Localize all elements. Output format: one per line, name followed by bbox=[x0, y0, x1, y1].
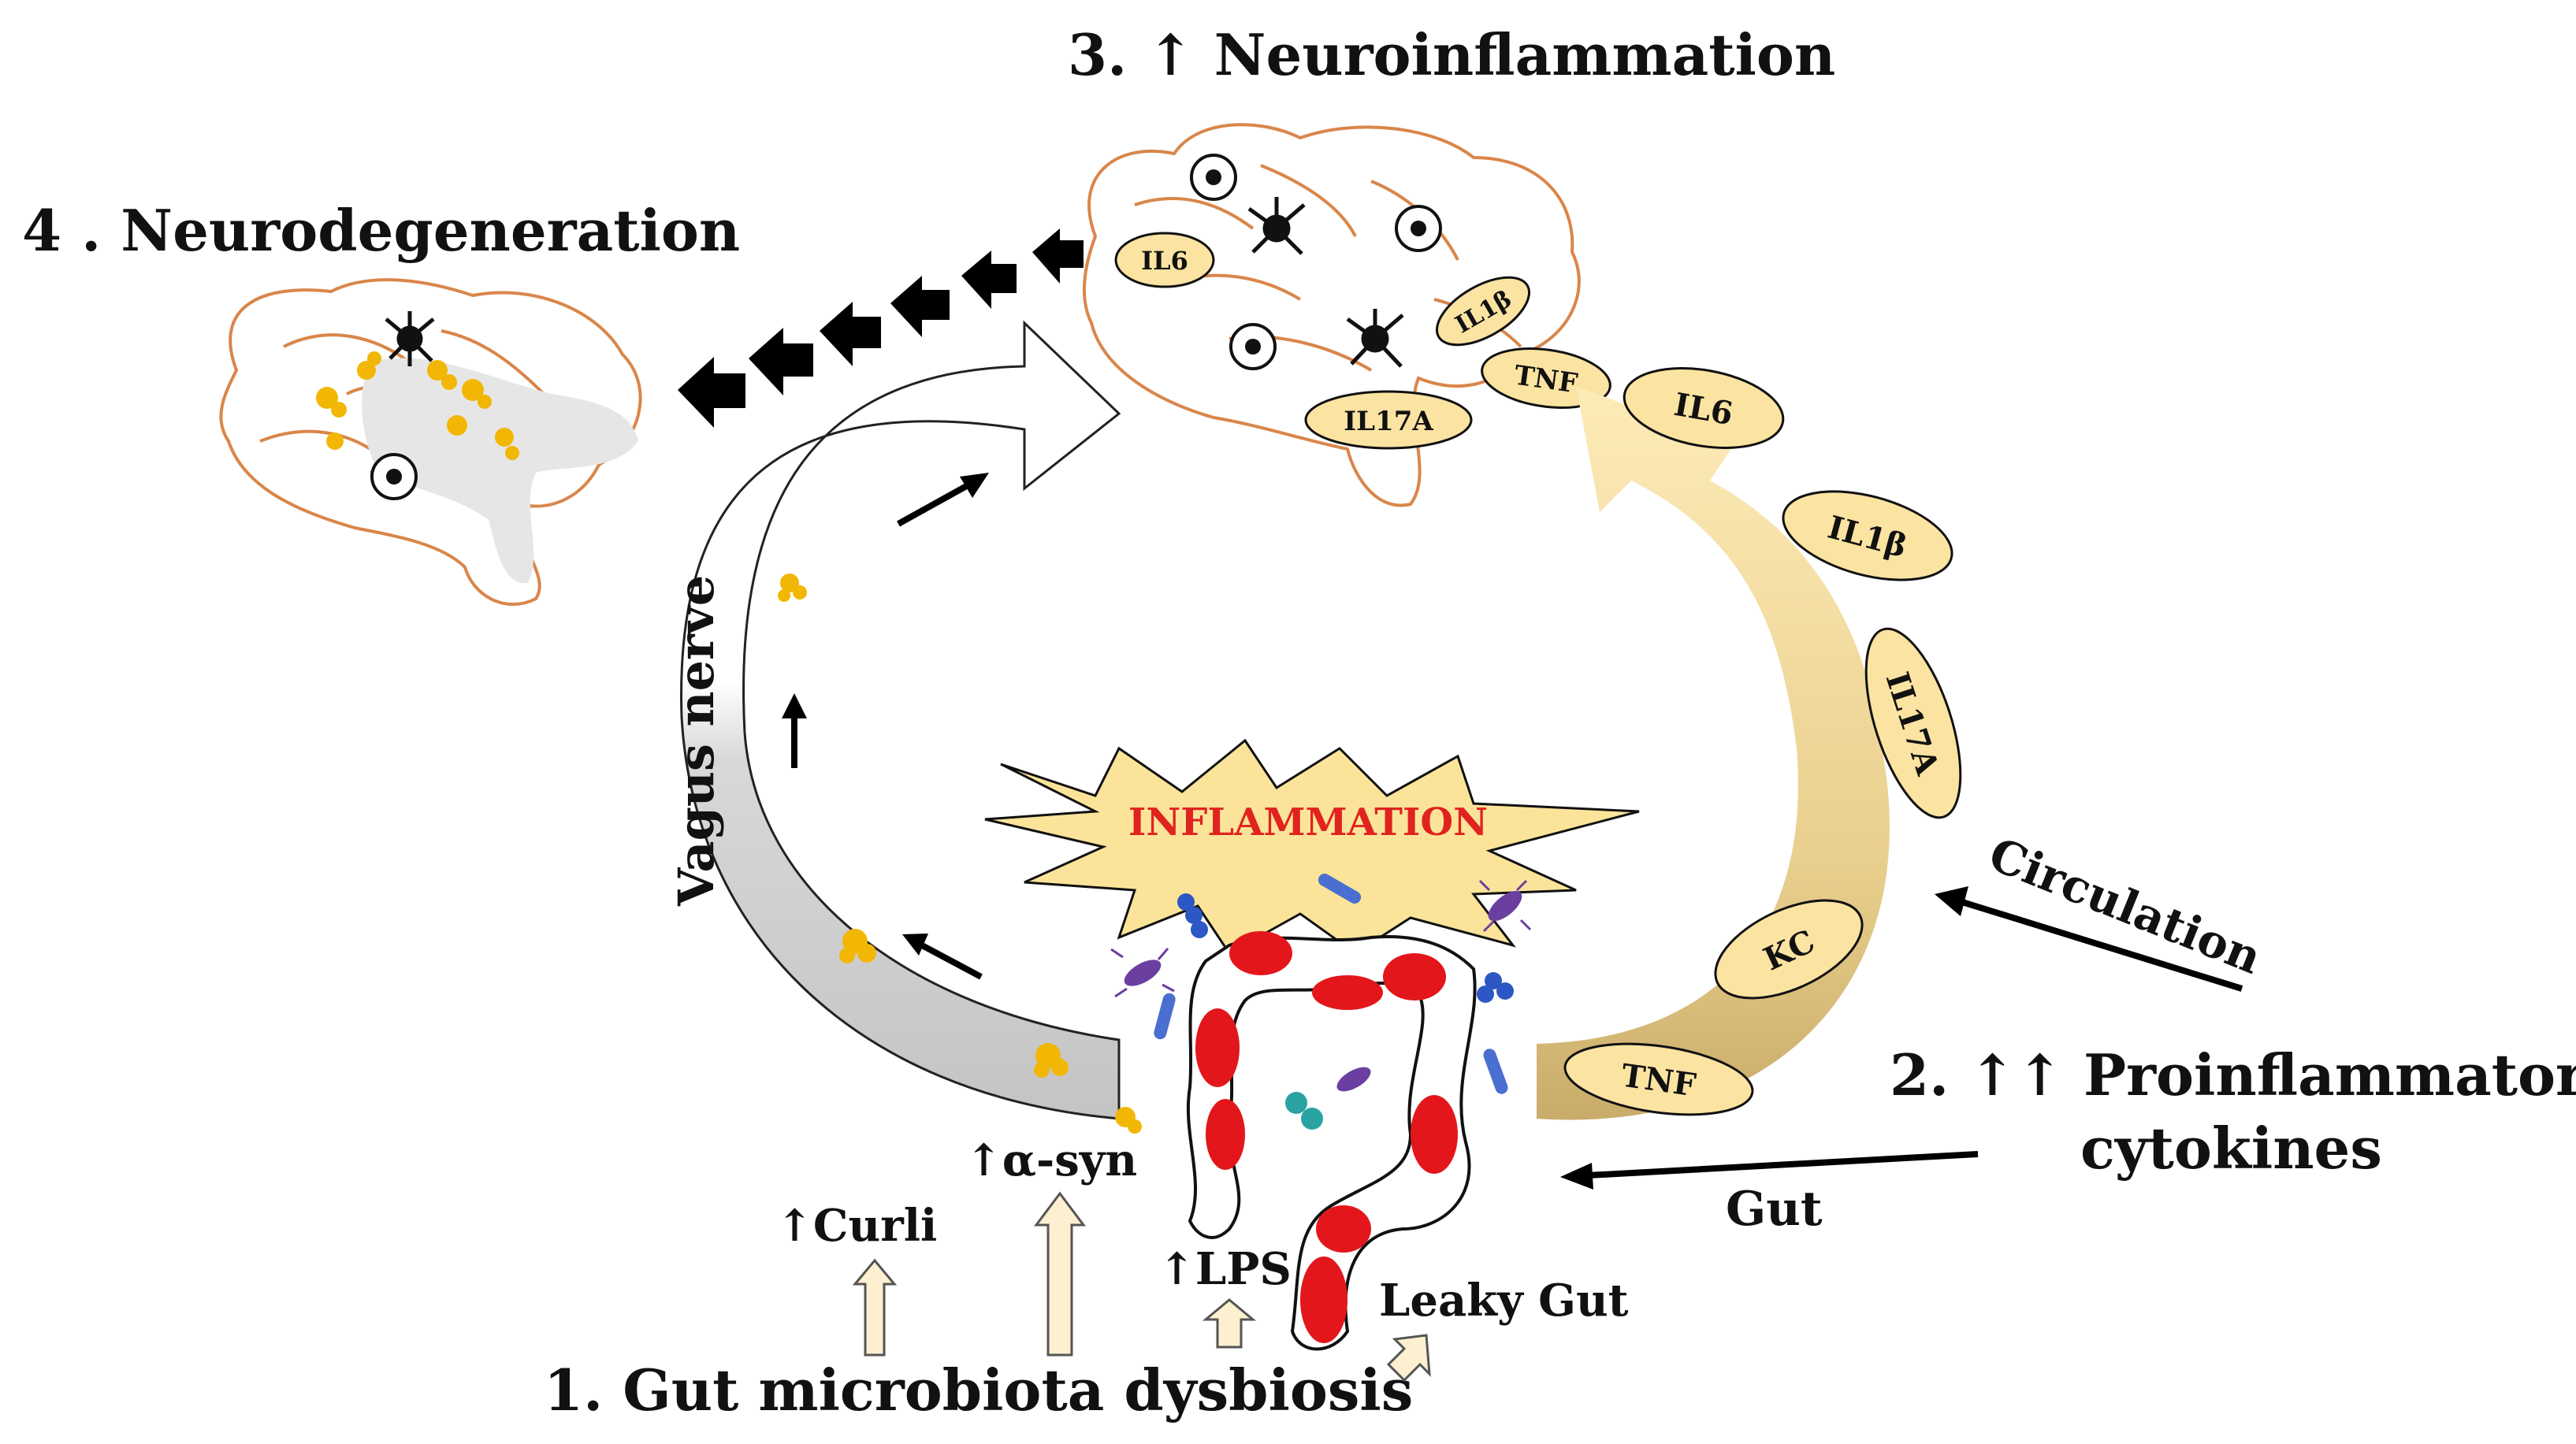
vagus-direction-arrows bbox=[782, 473, 989, 980]
brain-neurodegeneration bbox=[219, 278, 642, 607]
lps-label: ↑LPS bbox=[1158, 1243, 1292, 1295]
microglia-icon bbox=[1247, 197, 1404, 368]
circulation-cytokine-il6: IL6 bbox=[1623, 367, 1785, 449]
brain-cytokine-il17a: IL17A bbox=[1304, 390, 1473, 450]
gut-label: Gut bbox=[1726, 1182, 1823, 1237]
alpha-syn-aggregates-left-brain bbox=[316, 351, 519, 460]
alpha-syn-aggregates-vagus bbox=[778, 574, 1142, 1134]
svg-text:IL17A: IL17A bbox=[1344, 406, 1433, 437]
up-arrow-curli bbox=[852, 1258, 898, 1357]
circulation-cytokine-il1b: IL1β bbox=[1782, 490, 1953, 581]
neurodegeneration-title: 4 . Neurodegeneration bbox=[22, 197, 740, 264]
vagus-nerve-label: Vagus nerve bbox=[667, 575, 725, 907]
up-arrow-alpha-syn bbox=[1034, 1191, 1086, 1357]
colon-icon bbox=[1186, 931, 1477, 1351]
circulation-arrow bbox=[1935, 886, 2243, 992]
neuron-icon bbox=[370, 453, 418, 500]
proinflammatory-title-line1: 2. ↑↑ Proinflammatory bbox=[1890, 1041, 2576, 1108]
up-arrow-lps bbox=[1202, 1298, 1257, 1349]
leaky-gut-label: Leaky Gut bbox=[1379, 1275, 1629, 1327]
microglia-icon bbox=[385, 311, 435, 366]
gut-arrow bbox=[1560, 1151, 1979, 1190]
circulation-cytokine-il17a: IL17A bbox=[1864, 627, 1962, 819]
progression-arrows bbox=[678, 228, 1084, 428]
neuron-icon bbox=[1190, 154, 1442, 370]
proinflammatory-title-line2: cytokines bbox=[2080, 1115, 2382, 1182]
circulation-label: Circulation bbox=[1982, 827, 2269, 985]
up-arrow-leaky-gut bbox=[1386, 1334, 1431, 1383]
neuroinflammation-title: 3. ↑ Neuroinflammation bbox=[1068, 21, 1835, 88]
bacteria-icons bbox=[1110, 874, 1532, 1130]
inflammation-burst: INFLAMMATION bbox=[984, 738, 1640, 955]
dysbiosis-title: 1. Gut microbiota dysbiosis bbox=[544, 1357, 1413, 1424]
alpha-syn-label: ↑α-syn bbox=[965, 1134, 1137, 1186]
circulation-cytokine-kc: KC bbox=[1714, 899, 1864, 1000]
inflammation-label: INFLAMMATION bbox=[1128, 800, 1488, 844]
circulation-cytokine-tnf: TNF bbox=[1563, 1042, 1754, 1116]
brain-cytokine-il6: IL6 bbox=[1114, 232, 1215, 288]
curli-label: ↑Curli bbox=[776, 1200, 937, 1252]
svg-text:IL6: IL6 bbox=[1141, 246, 1188, 276]
vagus-nerve-arrow bbox=[680, 320, 1121, 1120]
brain-cytokine-il1b: IL1β bbox=[1435, 276, 1531, 347]
